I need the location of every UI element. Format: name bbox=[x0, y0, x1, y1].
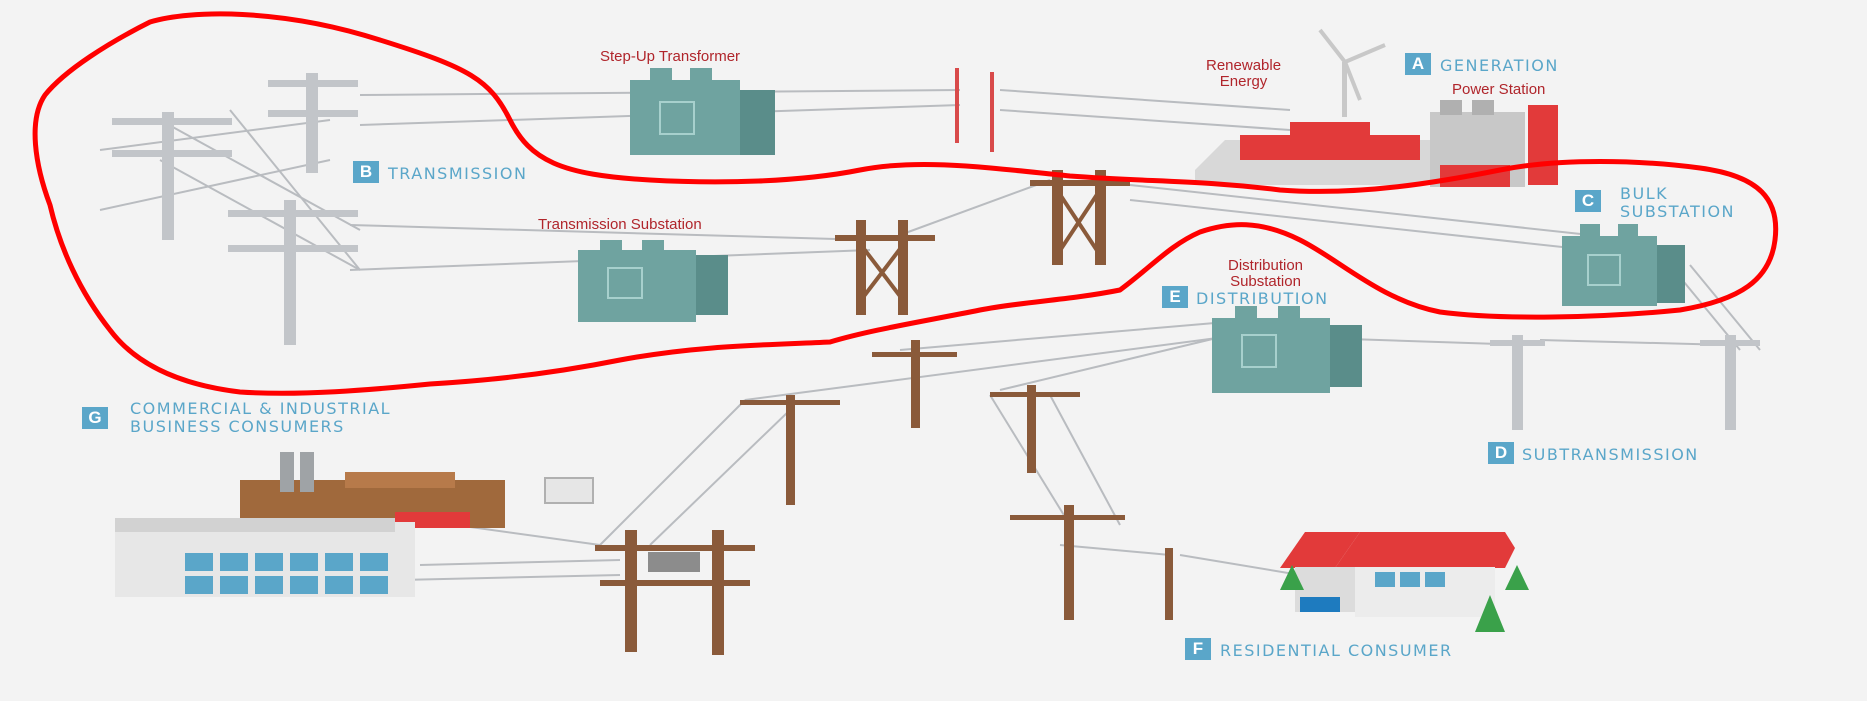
subtransmission-label: SUBTRANSMISSION bbox=[1522, 445, 1699, 464]
transformers bbox=[578, 68, 1685, 393]
bulk-substation-label-line2: SUBSTATION bbox=[1620, 202, 1736, 221]
distribution-substation-box bbox=[1212, 306, 1362, 393]
distribution-badge: E bbox=[1162, 286, 1188, 308]
bulk-substation-box bbox=[1562, 224, 1685, 306]
residential-badge: F bbox=[1185, 638, 1211, 660]
bulk-substation-label: BULK SUBSTATION bbox=[1620, 185, 1735, 221]
power-station-label: Power Station bbox=[1452, 81, 1546, 98]
step-up-transformer-label: Step-Up Transformer bbox=[600, 48, 741, 65]
red-highlight-outline bbox=[32, 11, 1779, 396]
pole-braces bbox=[859, 188, 1102, 302]
transmission-label: TRANSMISSION bbox=[388, 164, 528, 183]
insulator-posts bbox=[955, 68, 994, 152]
power-station-graphic bbox=[1195, 100, 1558, 187]
house-graphic bbox=[1280, 532, 1529, 632]
transmission-substation-label: Transmission Substation bbox=[538, 216, 702, 233]
bulk-substation-badge: C bbox=[1575, 190, 1601, 212]
distribution-substation-label: Distribution Substation bbox=[1228, 258, 1303, 290]
renewable-energy-line2: Energy bbox=[1219, 73, 1268, 90]
renewable-energy-line1: Renewable bbox=[1206, 57, 1282, 74]
wooden-poles bbox=[595, 170, 1173, 655]
residential-label: RESIDENTIAL CONSUMER bbox=[1220, 641, 1453, 660]
generation-label: GENERATION bbox=[1440, 56, 1559, 75]
wind-turbine-graphic bbox=[1318, 28, 1386, 117]
transmission-pylons bbox=[112, 73, 1760, 430]
step-up-transformer-box bbox=[630, 68, 775, 155]
factory-graphic bbox=[115, 452, 700, 597]
commercial-label-line1: COMMERCIAL & INDUSTRIAL bbox=[130, 399, 392, 418]
commercial-label-line2: BUSINESS CONSUMERS bbox=[130, 417, 345, 436]
subtransmission-badge: D bbox=[1488, 442, 1514, 464]
commercial-label: COMMERCIAL & INDUSTRIAL BUSINESS CONSUME… bbox=[130, 400, 391, 436]
transmission-substation-box bbox=[578, 240, 728, 322]
distribution-label: DISTRIBUTION bbox=[1196, 289, 1329, 308]
transmission-badge: B bbox=[353, 161, 379, 183]
commercial-badge: G bbox=[82, 407, 108, 429]
bulk-substation-label-line1: BULK bbox=[1620, 184, 1669, 203]
distribution-substation-line2: Substation bbox=[1230, 273, 1301, 290]
renewable-energy-label: Renewable Energy bbox=[1206, 58, 1281, 90]
generation-badge: A bbox=[1405, 53, 1431, 75]
distribution-substation-line1: Distribution bbox=[1228, 257, 1304, 274]
